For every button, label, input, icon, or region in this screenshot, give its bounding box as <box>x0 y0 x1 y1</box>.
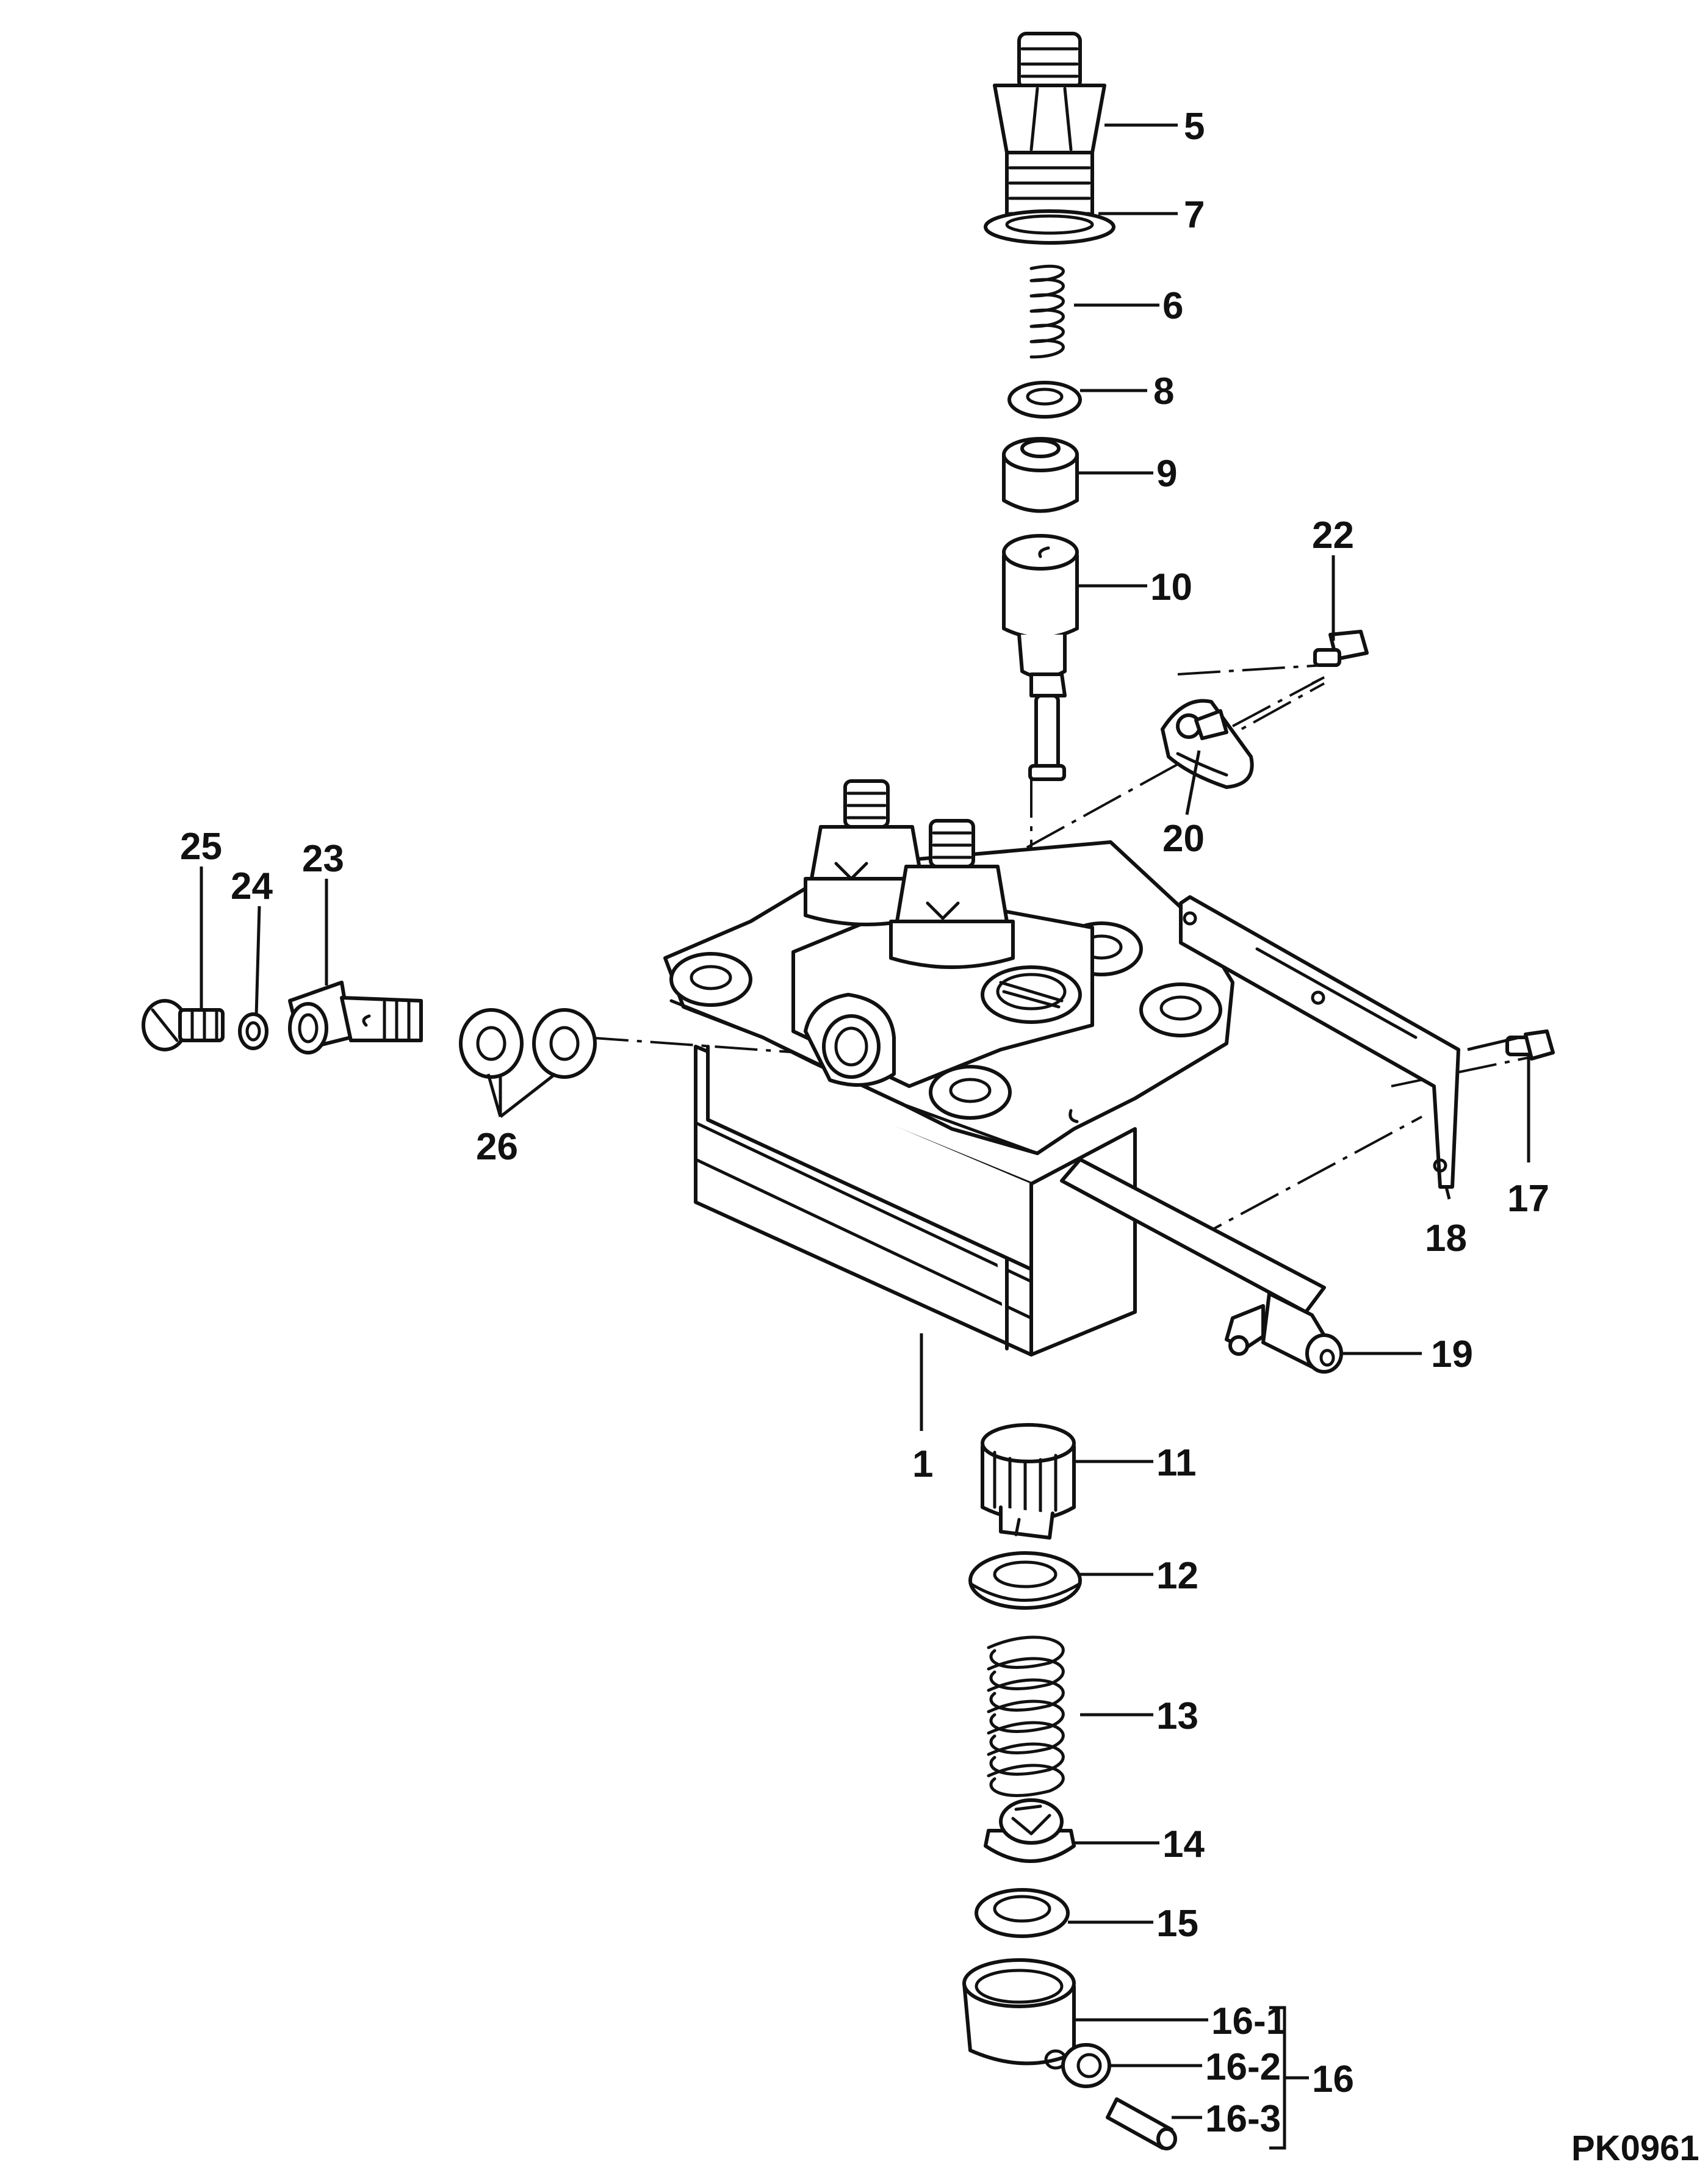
pump-housing <box>663 840 1234 1357</box>
delivery-valve <box>1002 437 1079 513</box>
label-part-13: 13 <box>1156 1695 1198 1737</box>
drawing-code: PK0961 <box>1571 2128 1699 2168</box>
screw-small-17 <box>1505 1029 1555 1061</box>
label-part-7: 7 <box>1184 194 1205 236</box>
label-part-15: 15 <box>1156 1903 1198 1945</box>
label-part-9: 9 <box>1156 453 1177 495</box>
label-part-5: 5 <box>1184 106 1205 148</box>
part-number-labels: 5 7 6 8 9 10 22 20 25 24 23 26 17 18 19 … <box>180 106 1699 2168</box>
label-part-8: 8 <box>1153 370 1174 413</box>
label-part-14: 14 <box>1162 1823 1205 1865</box>
label-part-10: 10 <box>1150 566 1192 608</box>
washer-24 <box>238 1012 268 1050</box>
gasket-pair-26 <box>459 1008 597 1079</box>
label-part-11: 11 <box>1156 1442 1197 1484</box>
label-part-23: 23 <box>302 838 344 880</box>
delivery-valve-holder <box>993 32 1106 228</box>
washer-15 <box>975 1888 1070 1938</box>
label-part-12: 12 <box>1156 1555 1198 1597</box>
control-lever-plate <box>1161 699 1254 789</box>
plunger-spring <box>987 1635 1065 1797</box>
label-part-16-3: 16-3 <box>1205 2098 1281 2140</box>
label-part-22: 22 <box>1312 514 1354 557</box>
label-part-1: 1 <box>912 1443 933 1485</box>
pin-16-3 <box>1106 2097 1177 2150</box>
bolt-25 <box>142 999 225 1051</box>
screw-small-22 <box>1313 630 1369 667</box>
washer-small <box>1007 381 1082 419</box>
tappet-16-1 <box>962 1958 1076 2070</box>
delivery-outlet-right <box>889 819 1015 969</box>
label-part-18: 18 <box>1425 1217 1467 1259</box>
label-part-16: 16 <box>1312 2058 1354 2100</box>
gasket-ring <box>984 209 1115 245</box>
label-part-16-2: 16-2 <box>1205 2046 1281 2088</box>
leader-lines <box>200 123 1530 2150</box>
control-rack <box>1060 1158 1343 1374</box>
label-part-16-1: 16-1 <box>1211 2000 1287 2042</box>
spring-seat-14 <box>984 1798 1076 1863</box>
label-part-26: 26 <box>476 1126 518 1168</box>
label-part-6: 6 <box>1162 285 1183 327</box>
banjo-fitting-23 <box>288 981 423 1054</box>
label-part-20: 20 <box>1162 818 1205 860</box>
control-pinion <box>981 1423 1076 1540</box>
label-part-19: 19 <box>1431 1333 1473 1375</box>
valve-spring <box>1029 264 1065 359</box>
label-part-25: 25 <box>180 826 222 868</box>
plunger-barrel <box>1002 534 1079 781</box>
spring-seat-12 <box>968 1551 1082 1610</box>
label-part-17: 17 <box>1507 1178 1549 1220</box>
roller-16-2 <box>1061 2043 1111 2088</box>
label-part-24: 24 <box>231 865 273 907</box>
